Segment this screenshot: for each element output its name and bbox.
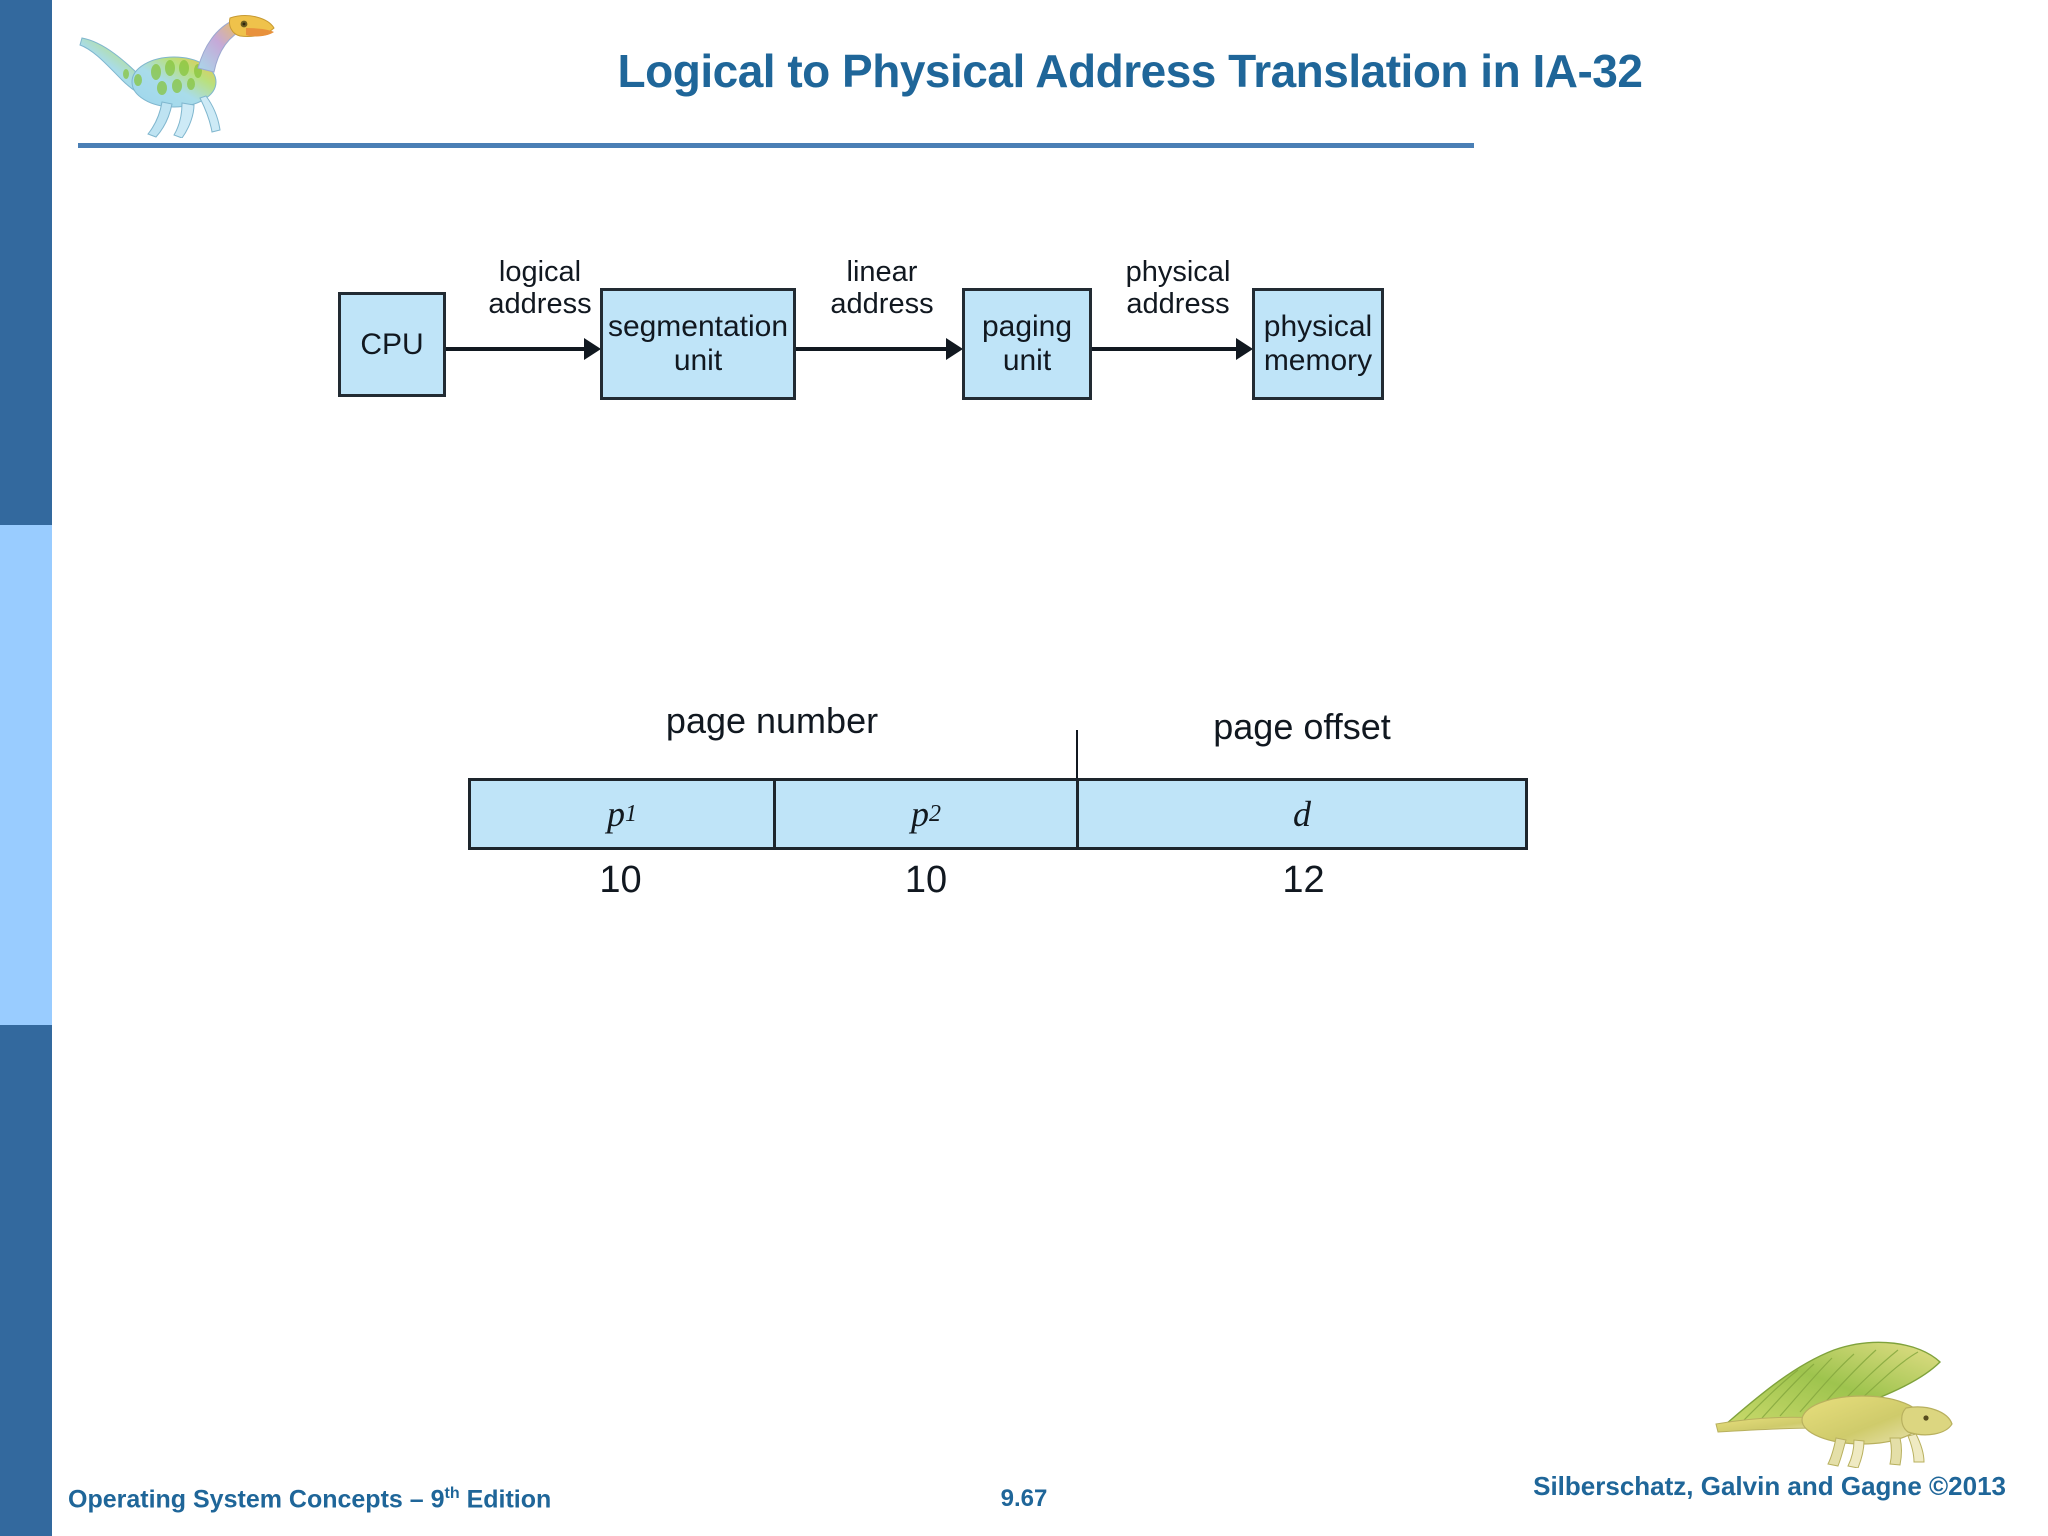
arrow-label-logical-address: logical address bbox=[440, 256, 640, 321]
node-segmentation-unit: segmentation unit bbox=[600, 288, 796, 400]
node-paging-line2: unit bbox=[1002, 344, 1052, 377]
address-field-p2-subscript: 2 bbox=[929, 800, 941, 827]
node-cpu: CPU bbox=[338, 292, 446, 397]
arrow-label-linear-line2: address bbox=[830, 288, 934, 321]
node-segmentation-line2: unit bbox=[673, 344, 723, 377]
address-bit-widths: 10 10 12 bbox=[468, 855, 1528, 905]
sidebar-accent-rail bbox=[0, 0, 52, 1536]
footer-copyright: Silberschatz, Galvin and Gagne ©2013 bbox=[1533, 1471, 2006, 1501]
arrow-cpu-to-segmentation bbox=[446, 338, 601, 360]
node-segmentation-unit-label: segmentation unit bbox=[608, 310, 788, 377]
node-physical-memory-label: physical memory bbox=[1264, 310, 1372, 377]
node-paging-unit-label: paging unit bbox=[982, 310, 1072, 377]
node-segmentation-line1: segmentation bbox=[607, 310, 789, 344]
page-title: Logical to Physical Address Translation … bbox=[617, 45, 1643, 97]
dimetrodon-logo-icon bbox=[1714, 1328, 1964, 1469]
bit-width-p1: 10 bbox=[599, 858, 642, 901]
address-translation-pipeline: logical address linear address physical … bbox=[330, 250, 1450, 420]
node-cpu-label: CPU bbox=[360, 327, 424, 361]
address-field-d: d bbox=[1079, 781, 1525, 847]
arrow-paging-to-memory bbox=[1092, 338, 1253, 360]
footer-edition-suffix: Edition bbox=[459, 1485, 552, 1513]
node-paging-unit: paging unit bbox=[962, 288, 1092, 400]
header-page-offset: page offset bbox=[1213, 706, 1391, 747]
footer-page-number: 9.67 bbox=[1000, 1485, 1048, 1512]
address-field-p2-base: p bbox=[911, 794, 929, 834]
rail-segment-middle bbox=[0, 525, 52, 1025]
arrow-segmentation-to-paging bbox=[796, 338, 963, 360]
arrow-label-logical-line2: address bbox=[488, 288, 592, 321]
header-page-number: page number bbox=[665, 700, 879, 741]
node-physical-memory: physical memory bbox=[1252, 288, 1384, 400]
dinosaur-logo-icon bbox=[78, 8, 278, 140]
rail-segment-bottom bbox=[0, 1025, 52, 1536]
rail-segment-top bbox=[0, 0, 52, 525]
footer-edition: Operating System Concepts – 9th Edition bbox=[68, 1485, 551, 1514]
arrow-label-linear-address: linear address bbox=[782, 256, 982, 321]
header-divider-tick bbox=[1076, 730, 1078, 778]
arrow-label-logical-line1: logical bbox=[498, 256, 582, 288]
arrow-label-physical-address: physical address bbox=[1078, 256, 1278, 321]
address-field-p1-subscript: 1 bbox=[625, 800, 637, 827]
arrow-label-linear-line1: linear bbox=[846, 256, 918, 288]
address-field-p1-base: p bbox=[607, 794, 625, 834]
node-paging-line1: paging bbox=[981, 310, 1073, 344]
footer-edition-prefix: Operating System Concepts – 9 bbox=[68, 1485, 445, 1513]
address-field-d-base: d bbox=[1293, 794, 1311, 834]
node-memory-line1: physical bbox=[1263, 310, 1373, 344]
node-memory-line2: memory bbox=[1263, 344, 1373, 377]
bit-width-p2: 10 bbox=[904, 858, 948, 901]
bit-width-d: 12 bbox=[1282, 858, 1325, 901]
arrow-label-physical-line1: physical bbox=[1125, 256, 1231, 288]
title-underline bbox=[78, 143, 1474, 148]
footer-edition-ordinal: th bbox=[444, 1484, 460, 1502]
arrow-label-physical-line2: address bbox=[1126, 288, 1230, 321]
